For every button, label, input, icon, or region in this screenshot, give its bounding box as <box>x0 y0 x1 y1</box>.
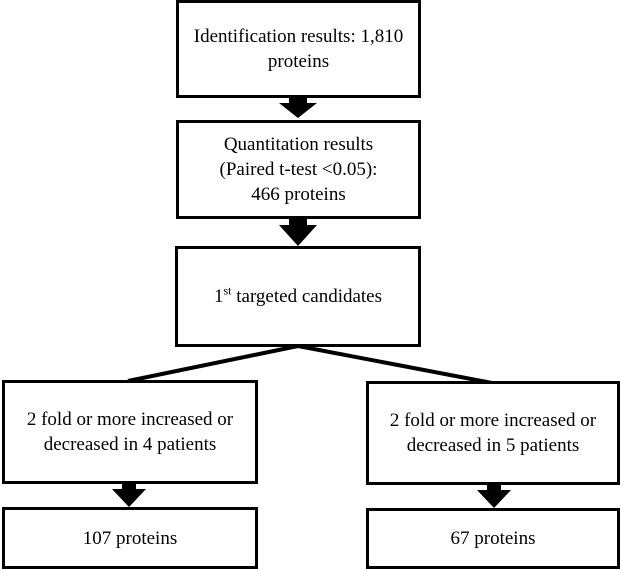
candidates-label: 1st targeted candidates <box>213 283 383 307</box>
down-arrow-right <box>477 484 511 508</box>
left-criteria-box: 2 fold or more increased or decreased in… <box>2 380 258 484</box>
quantitation-line-1: Quantitation results <box>223 134 374 155</box>
down-arrow-left <box>112 483 146 507</box>
identification-line-1: Identification results: 1,810 <box>193 26 404 47</box>
left-result-box: 107 proteins <box>2 507 258 569</box>
identification-line-2: proteins <box>267 51 330 72</box>
candidates-superscript: st <box>223 283 232 298</box>
left-criteria-line-2: decreased in 4 patients <box>43 434 217 455</box>
split-line-right <box>297 344 493 385</box>
right-criteria-line-1: 2 fold or more increased or <box>389 410 597 431</box>
right-result-label: 67 proteins <box>450 528 536 549</box>
left-criteria-line-1: 2 fold or more increased or <box>26 409 234 430</box>
candidates-box: 1st targeted candidates <box>175 246 421 347</box>
quantitation-line-2: (Paired t-test <0.05): <box>219 159 378 180</box>
right-criteria-line-2: decreased in 5 patients <box>406 435 580 456</box>
right-result-box: 67 proteins <box>366 508 620 569</box>
identification-box: Identification results: 1,810 proteins <box>176 0 421 98</box>
quantitation-line-3: 466 proteins <box>251 184 346 205</box>
right-criteria-box: 2 fold or more increased or decreased in… <box>366 381 620 485</box>
down-arrow-2 <box>279 219 317 246</box>
quantitation-box: Quantitation results (Paired t-test <0.0… <box>176 120 421 219</box>
left-result-label: 107 proteins <box>82 527 178 549</box>
split-line-left <box>127 344 299 383</box>
down-arrow-1 <box>279 97 317 118</box>
